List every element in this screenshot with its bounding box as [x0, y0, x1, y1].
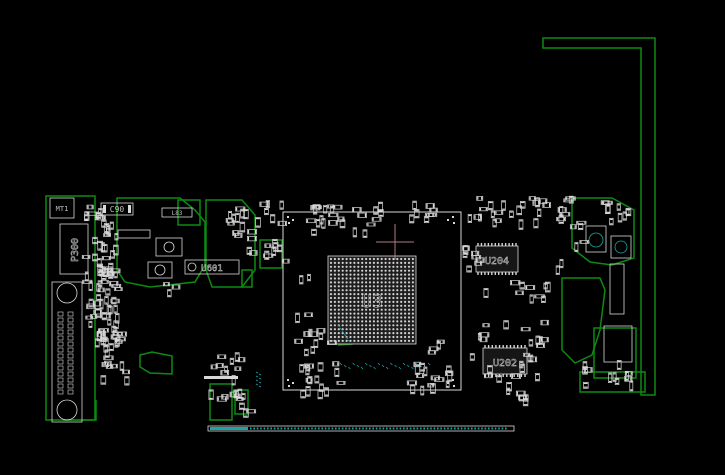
component-u202[interactable]: U202	[482, 345, 528, 377]
c90-label: C90	[110, 205, 125, 214]
l-left-label: L83	[172, 210, 183, 217]
u202-label: U202	[493, 358, 517, 369]
u204-label: U204	[485, 256, 509, 267]
bottom-edge-connector[interactable]	[207, 425, 515, 432]
component-u3[interactable]: U3	[282, 211, 462, 391]
round-components-left	[117, 229, 183, 279]
component-l-left[interactable]: L83	[161, 207, 193, 218]
left-header-connector[interactable]	[51, 281, 83, 423]
u601-label: U601	[201, 264, 223, 274]
u3-corner-marks	[287, 216, 455, 387]
u3-label: U3	[361, 291, 383, 312]
small-bar	[204, 376, 238, 379]
component-p300[interactable]: P300	[59, 223, 89, 275]
p300-label: P300	[70, 238, 81, 262]
header-pins	[57, 311, 74, 395]
crosshair-marker	[376, 224, 414, 260]
u204-pads	[477, 243, 517, 275]
passive-components	[81, 195, 634, 418]
mt1-label: MT1	[56, 205, 69, 213]
component-u601[interactable]: U601	[184, 259, 240, 275]
component-u204[interactable]: U204	[475, 243, 519, 275]
bga-pad-grid	[329, 257, 414, 342]
bottom-connector-pins	[250, 427, 507, 430]
teal-vias	[255, 324, 431, 388]
u202-pads	[484, 345, 526, 377]
component-mt1[interactable]: MT1	[49, 197, 75, 219]
round-components-right	[585, 225, 633, 363]
